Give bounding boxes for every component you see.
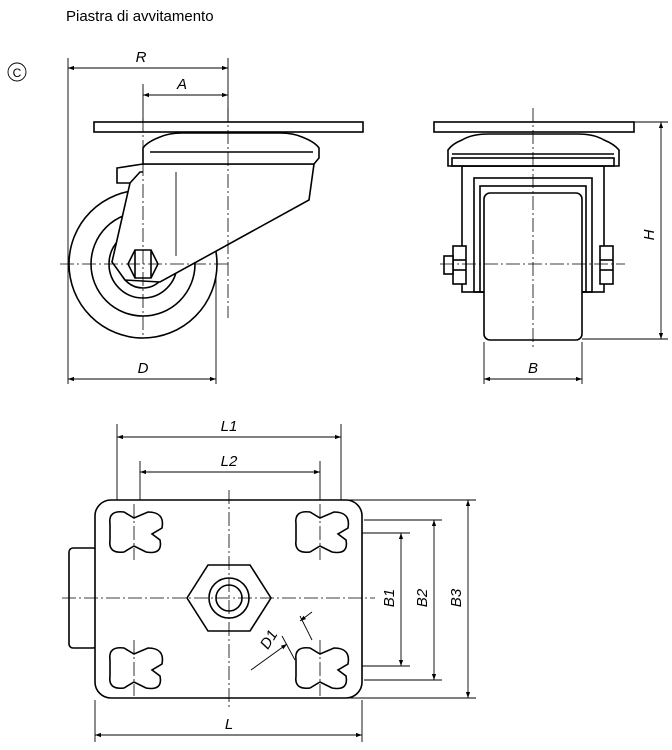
slot-top-right <box>294 510 350 554</box>
dim-label-b: B <box>528 360 538 377</box>
dim-label-d: D <box>138 360 149 377</box>
dim-label-l: L <box>225 716 233 733</box>
axle-nut-right <box>599 245 614 285</box>
variant-marker-label: C <box>13 66 22 80</box>
slot-top-left <box>108 510 164 554</box>
dim-label-b2: B2 <box>414 588 431 607</box>
fork-bracket <box>111 163 315 283</box>
axle-nut-left <box>452 245 467 285</box>
slot-bottom-left <box>108 646 164 690</box>
top-view: L1 L2 L B1 B2 B3 D1 <box>62 418 476 742</box>
front-view: H B <box>433 108 668 384</box>
dim-label-b1: B1 <box>381 589 398 607</box>
dim-label-h: H <box>641 229 658 240</box>
front-swivel-head <box>447 133 620 167</box>
dim-label-l2: L2 <box>221 453 238 470</box>
drawing-title: Piastra di avvitamento <box>66 8 214 25</box>
dim-label-l1: L1 <box>221 418 238 435</box>
slot-bottom-right <box>294 646 350 690</box>
side-view: R A D <box>60 49 364 384</box>
dim-label-b3: B3 <box>448 588 465 607</box>
dim-label-r: R <box>136 49 147 66</box>
top-plate <box>93 121 364 133</box>
dim-label-a: A <box>176 76 187 93</box>
variant-marker: C <box>7 62 27 82</box>
swivel-head <box>142 132 320 165</box>
front-top-plate <box>433 121 635 133</box>
